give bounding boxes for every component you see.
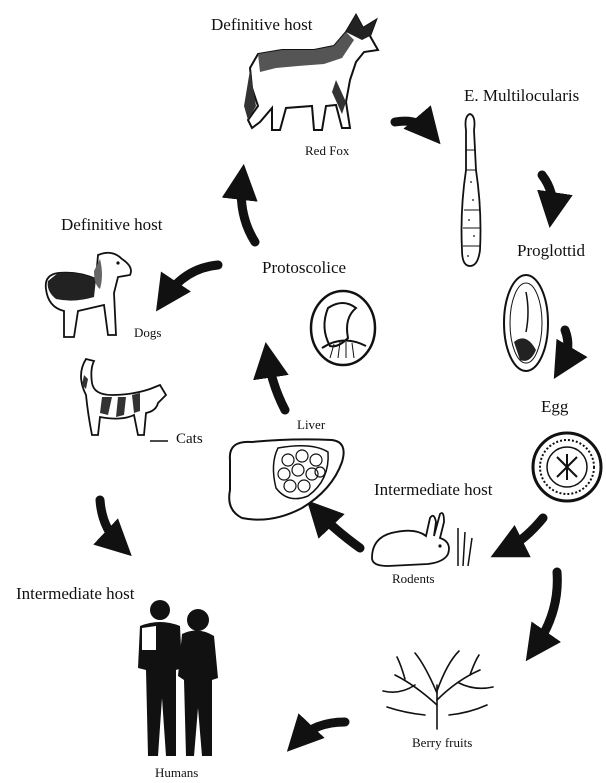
- rodent-illustration: [368, 508, 478, 570]
- label-intermediate-host-rodents: Intermediate host: [374, 481, 493, 498]
- egg-illustration: [530, 430, 605, 505]
- arrow-cats-to-intermediate-host: [100, 500, 120, 545]
- arrow-parasite-to-proglottid: [542, 175, 553, 212]
- protoscolex-illustration: [308, 288, 378, 368]
- arrow-egg-to-berry: [535, 572, 557, 648]
- arrow-protoscolice-to-dogs: [165, 265, 218, 298]
- label-berry-fruits: Berry fruits: [412, 736, 472, 749]
- label-cats: Cats: [176, 432, 203, 447]
- label-rodents: Rodents: [392, 572, 435, 585]
- label-definitive-host-dogs: Definitive host: [61, 216, 163, 233]
- arrow-liver-to-protoscolice: [268, 358, 285, 410]
- arrow-protoscolice-to-fox: [241, 180, 255, 242]
- arrow-fox-to-parasite: [395, 121, 430, 132]
- humans-illustration: [130, 598, 230, 766]
- parasite-worm-illustration: [452, 110, 492, 270]
- dog-illustration: [38, 245, 138, 345]
- berry-bush-illustration: [375, 645, 500, 730]
- label-egg: Egg: [541, 398, 568, 415]
- arrow-proglottid-to-egg: [562, 330, 568, 365]
- liver-illustration: [222, 430, 350, 525]
- label-red-fox: Red Fox: [305, 144, 349, 157]
- arrow-berry-to-humans: [298, 722, 345, 740]
- proglottid-illustration: [500, 272, 552, 374]
- label-dogs: Dogs: [134, 326, 161, 339]
- arrow-egg-to-rodents: [505, 518, 543, 550]
- label-definitive-host-fox: Definitive host: [211, 16, 313, 33]
- label-parasite: E. Multilocularis: [464, 87, 579, 104]
- label-humans: Humans: [155, 766, 198, 779]
- label-intermediate-host-humans: Intermediate host: [16, 585, 135, 602]
- label-protoscolice: Protoscolice: [262, 259, 346, 276]
- label-liver: Liver: [297, 418, 325, 431]
- cat-illustration: [72, 355, 172, 450]
- label-proglottid: Proglottid: [517, 242, 585, 259]
